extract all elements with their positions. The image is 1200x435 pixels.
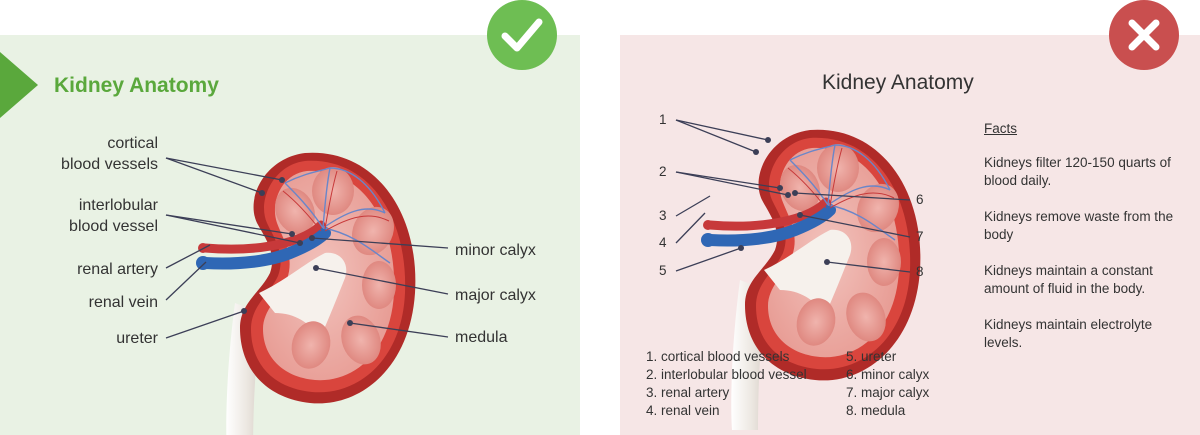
legend-item: 7. major calyx (846, 385, 930, 400)
cross-icon (1109, 0, 1179, 70)
left-title: Kidney Anatomy (54, 74, 219, 97)
fact-item: Kidneys maintain electrolyte levels. (984, 317, 1153, 350)
label-renal-artery: renal artery (77, 261, 158, 278)
number-label: 2 (659, 164, 667, 179)
legend-item: 5. ureter (846, 349, 897, 364)
arrow-tab-icon (0, 52, 38, 118)
number-label: 8 (916, 264, 924, 279)
legend-item: 2. interlobular blood vessel (646, 367, 807, 382)
label-medula: medula (455, 329, 508, 346)
facts-heading: Facts (984, 121, 1018, 136)
number-label: 6 (916, 192, 924, 207)
number-label: 3 (659, 208, 667, 223)
fact-item: Kidneys filter 120-150 quarts of blood d… (984, 155, 1171, 188)
checkmark-icon (487, 0, 557, 70)
number-label: 5 (659, 263, 667, 278)
label-minor-calyx: minor calyx (455, 242, 536, 259)
label-cortical-blood-vessels: cortical blood vessels (40, 133, 158, 175)
fact-item: Kidneys maintain a constant amount of fl… (984, 263, 1153, 296)
label-interlobular-blood-vessel: interlobular blood vessel (30, 195, 158, 237)
label-major-calyx: major calyx (455, 287, 536, 304)
label-line: blood vessels (61, 156, 158, 173)
legend-item: 8. medula (846, 403, 906, 418)
label-line: interlobular (78, 197, 158, 214)
number-label: 1 (659, 112, 667, 127)
legend-item: 1. cortical blood vessels (646, 349, 790, 364)
legend-item: 6. minor calyx (846, 367, 930, 382)
label-line: cortical (107, 135, 158, 152)
label-ureter: ureter (116, 330, 158, 347)
legend-item: 3. renal artery (646, 385, 730, 400)
fact-item: Kidneys remove waste from the body (984, 209, 1174, 242)
number-label: 7 (916, 229, 924, 244)
label-line: blood vessel (69, 218, 158, 235)
label-renal-vein: renal vein (88, 294, 158, 311)
legend-item: 4. renal vein (646, 403, 720, 418)
number-label: 4 (659, 235, 667, 250)
right-title: Kidney Anatomy (822, 71, 974, 94)
